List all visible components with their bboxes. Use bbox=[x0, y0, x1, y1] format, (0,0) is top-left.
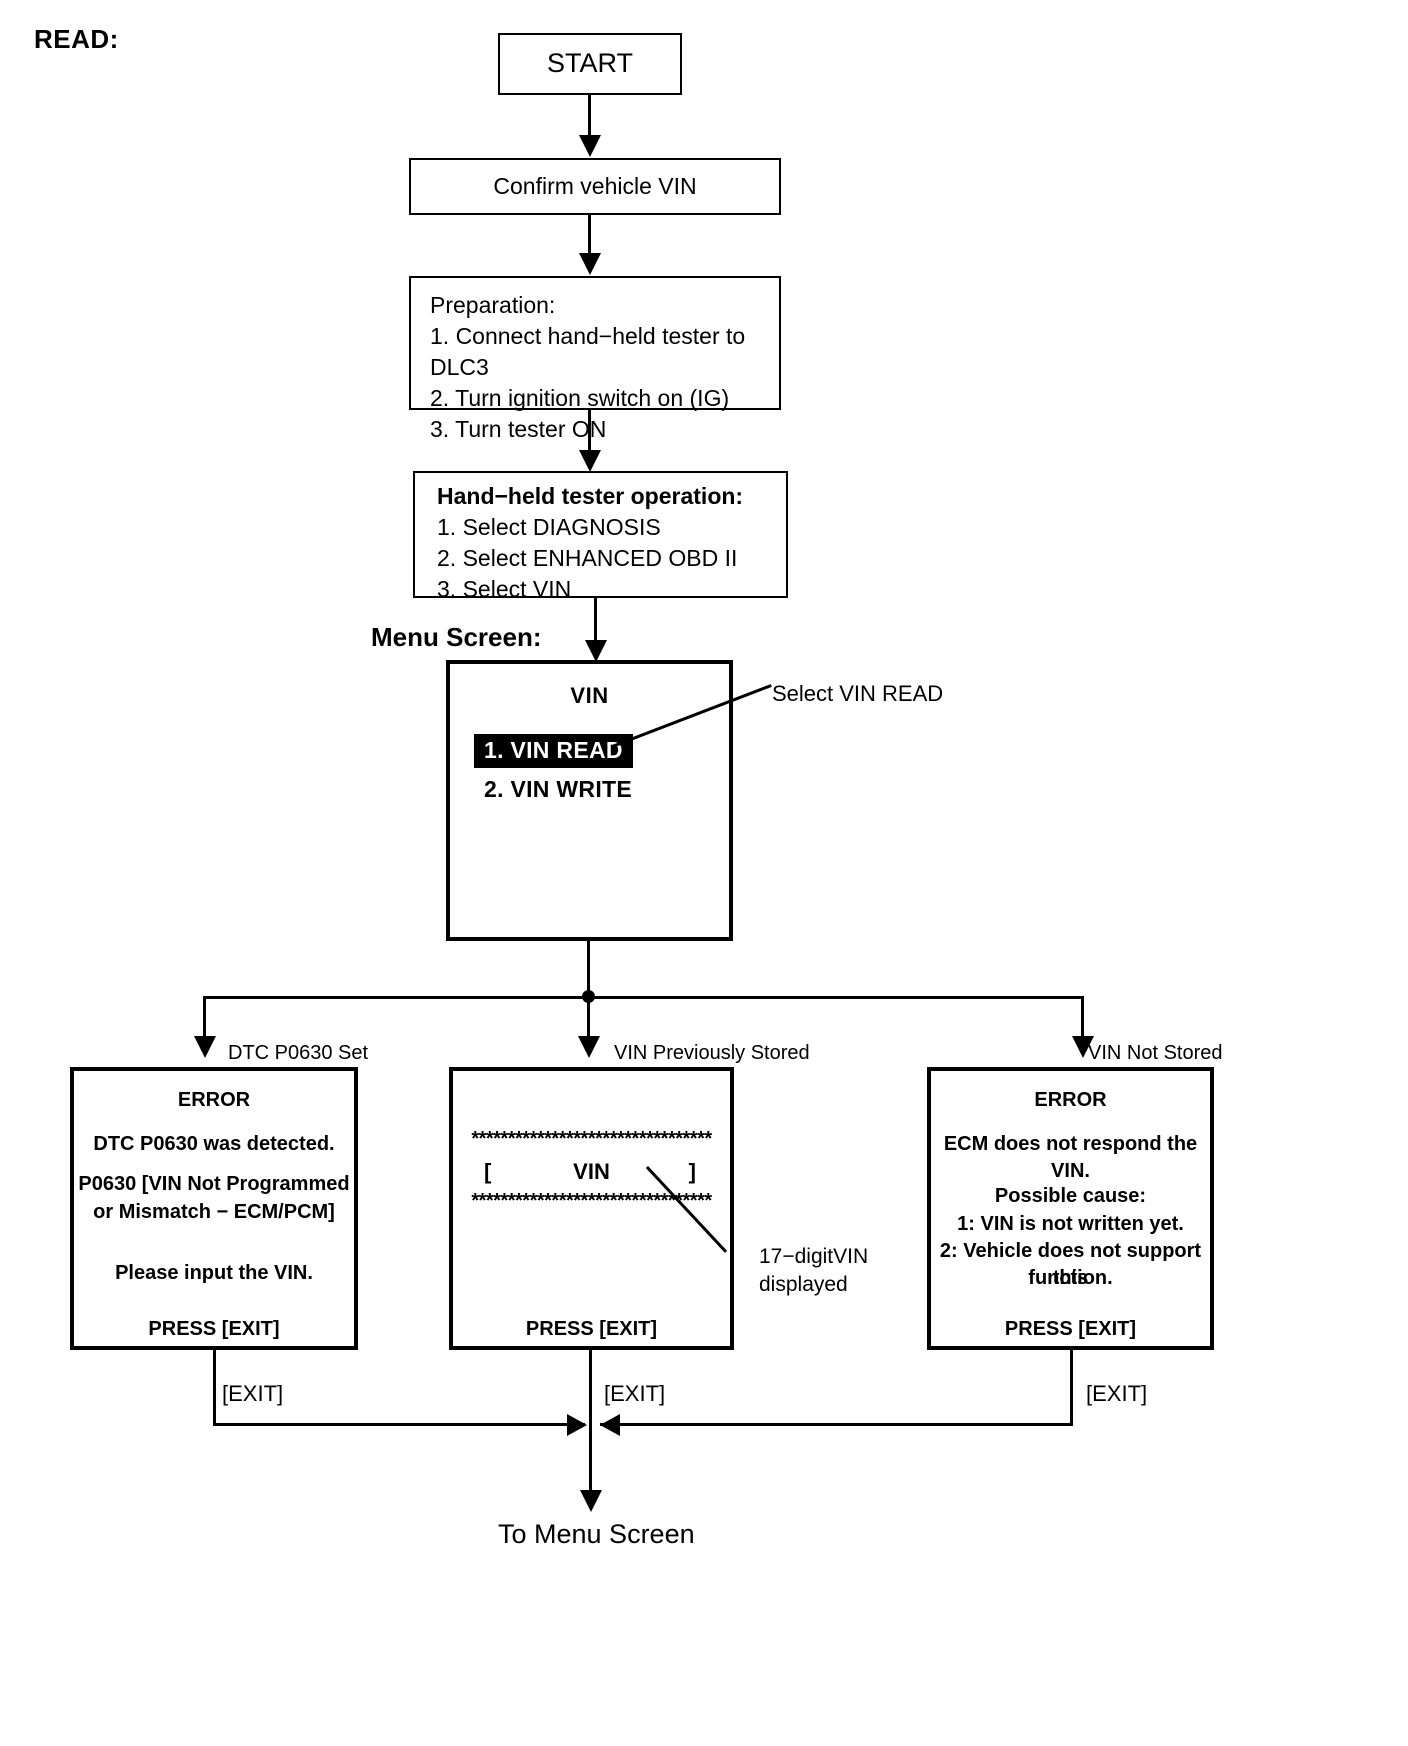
connector-prep-tester bbox=[588, 410, 591, 454]
arrow-prep-tester bbox=[579, 450, 601, 472]
node-start-label: START bbox=[546, 48, 633, 78]
arrow-branch-left bbox=[194, 1036, 216, 1058]
error-dtc-line-1: DTC P0630 was detected. bbox=[93, 1133, 335, 1155]
error-no-vin-header: ERROR bbox=[1034, 1089, 1107, 1111]
error-no-vin-line-5: function. bbox=[1028, 1267, 1113, 1289]
branch-label-vin-stored: VIN Previously Stored bbox=[614, 1042, 810, 1064]
tester-operation-step-1: 1. Select DIAGNOSIS bbox=[437, 514, 661, 540]
tester-operation-step-2: 2. Select ENHANCED OBD II bbox=[437, 545, 738, 571]
error-no-vin-footer: PRESS [EXIT] bbox=[1004, 1318, 1137, 1340]
error-dtc-line-4: Please input the VIN. bbox=[115, 1262, 313, 1284]
connector-exit-middle-vertical bbox=[589, 1350, 592, 1426]
arrow-merge-bottom bbox=[580, 1490, 602, 1512]
preparation-step-3: 3. Turn tester ON bbox=[430, 416, 607, 442]
vin-stored-footer: PRESS [EXIT] bbox=[525, 1318, 658, 1340]
arrow-exit-right-merge bbox=[600, 1414, 620, 1436]
branch-label-dtc-set: DTC P0630 Set bbox=[228, 1042, 369, 1064]
arrow-branch-middle bbox=[578, 1036, 600, 1058]
bottom-label-to-menu-screen: To Menu Screen bbox=[498, 1519, 695, 1549]
node-error-no-vin: ERROR ECM does not respond the VIN. Poss… bbox=[927, 1067, 1214, 1350]
node-vin-stored: ********************************* [ VIN … bbox=[449, 1067, 734, 1350]
error-dtc-header: ERROR bbox=[177, 1089, 251, 1111]
menu-item-vin-read[interactable]: 1. VIN READ bbox=[474, 734, 633, 768]
menu-item-vin-write-label: 2. VIN WRITE bbox=[484, 776, 633, 802]
vin-stored-stars-top: ********************************* bbox=[471, 1128, 712, 1150]
error-no-vin-line-3: 1: VIN is not written yet. bbox=[957, 1213, 1184, 1235]
page-title: READ: bbox=[34, 24, 119, 54]
connector-exit-left-vertical bbox=[213, 1350, 216, 1426]
node-menu-screen: VIN 1. VIN READ 2. VIN WRITE bbox=[446, 660, 733, 941]
connector-branch-middle bbox=[587, 996, 590, 1044]
connector-tester-menu bbox=[594, 598, 597, 646]
arrow-branch-right bbox=[1072, 1036, 1094, 1058]
connector-exit-right-horizontal bbox=[600, 1423, 1073, 1426]
connector-branch-right bbox=[1081, 996, 1084, 1044]
tester-operation-step-3: 3. Select VIN bbox=[437, 576, 572, 602]
error-no-vin-line-1: ECM does not respond the VIN. bbox=[943, 1133, 1198, 1182]
connector-start-confirm bbox=[588, 95, 591, 139]
error-dtc-footer: PRESS [EXIT] bbox=[148, 1318, 280, 1340]
annotation-select-vin-read: Select VIN READ bbox=[772, 681, 944, 706]
connector-exit-right-vertical bbox=[1070, 1350, 1073, 1426]
connector-merge-bottom bbox=[589, 1423, 592, 1497]
node-preparation-body: Preparation: 1. Connect hand−held tester… bbox=[430, 290, 779, 445]
exit-label-left: [EXIT] bbox=[222, 1381, 284, 1406]
menu-item-vin-write[interactable]: 2. VIN WRITE bbox=[474, 776, 633, 803]
exit-label-right: [EXIT] bbox=[1086, 1381, 1148, 1406]
node-preparation: Preparation: 1. Connect hand−held tester… bbox=[409, 276, 781, 442]
connector-menu-bus bbox=[587, 941, 590, 998]
exit-label-middle: [EXIT] bbox=[604, 1381, 666, 1406]
connector-exit-left-horizontal bbox=[213, 1423, 585, 1426]
menu-screen-caption: Menu Screen: bbox=[371, 622, 542, 652]
arrow-start-confirm bbox=[579, 135, 601, 157]
error-no-vin-line-4: 2: Vehicle does not support this bbox=[939, 1240, 1202, 1289]
annotation-vin-digits-line1: 17−digitVIN bbox=[759, 1245, 869, 1268]
preparation-title: Preparation: bbox=[430, 292, 556, 318]
preparation-step-1: 1. Connect hand−held tester to DLC3 bbox=[430, 323, 746, 380]
error-dtc-line-3: or Mismatch − ECM/PCM] bbox=[93, 1201, 335, 1223]
menu-item-vin-read-label: 1. VIN READ bbox=[474, 734, 633, 768]
annotation-vin-digits-line2: displayed bbox=[759, 1273, 848, 1296]
node-confirm-vin-label: Confirm vehicle VIN bbox=[493, 173, 697, 199]
node-tester-operation: Hand−held tester operation: 1. Select DI… bbox=[413, 471, 788, 602]
vin-stored-bracket-open: [ bbox=[484, 1159, 492, 1184]
arrow-tester-menu bbox=[585, 640, 607, 662]
branch-bus-horizontal bbox=[204, 996, 1084, 999]
arrow-exit-left-merge bbox=[567, 1414, 587, 1436]
menu-screen-title: VIN bbox=[570, 683, 609, 708]
vin-stored-bracket-close: ] bbox=[688, 1159, 696, 1184]
arrow-confirm-prep bbox=[579, 253, 601, 275]
connector-branch-left bbox=[203, 996, 206, 1044]
tester-operation-title: Hand−held tester operation: bbox=[437, 483, 744, 509]
node-confirm-vin: Confirm vehicle VIN bbox=[409, 158, 781, 215]
connector-confirm-prep bbox=[588, 215, 591, 257]
vin-stored-stars-bottom: ********************************* bbox=[471, 1190, 712, 1212]
node-error-dtc: ERROR DTC P0630 was detected. P0630 [VIN… bbox=[70, 1067, 358, 1350]
preparation-step-2: 2. Turn ignition switch on (IG) bbox=[430, 385, 730, 411]
node-tester-operation-body: Hand−held tester operation: 1. Select DI… bbox=[437, 481, 743, 605]
node-start: START bbox=[498, 33, 682, 95]
error-dtc-line-2: P0630 [VIN Not Programmed bbox=[78, 1173, 350, 1195]
vin-stored-vin-text: VIN bbox=[573, 1159, 610, 1184]
error-no-vin-line-2: Possible cause: bbox=[994, 1185, 1147, 1207]
branch-label-vin-not-stored: VIN Not Stored bbox=[1088, 1042, 1223, 1064]
